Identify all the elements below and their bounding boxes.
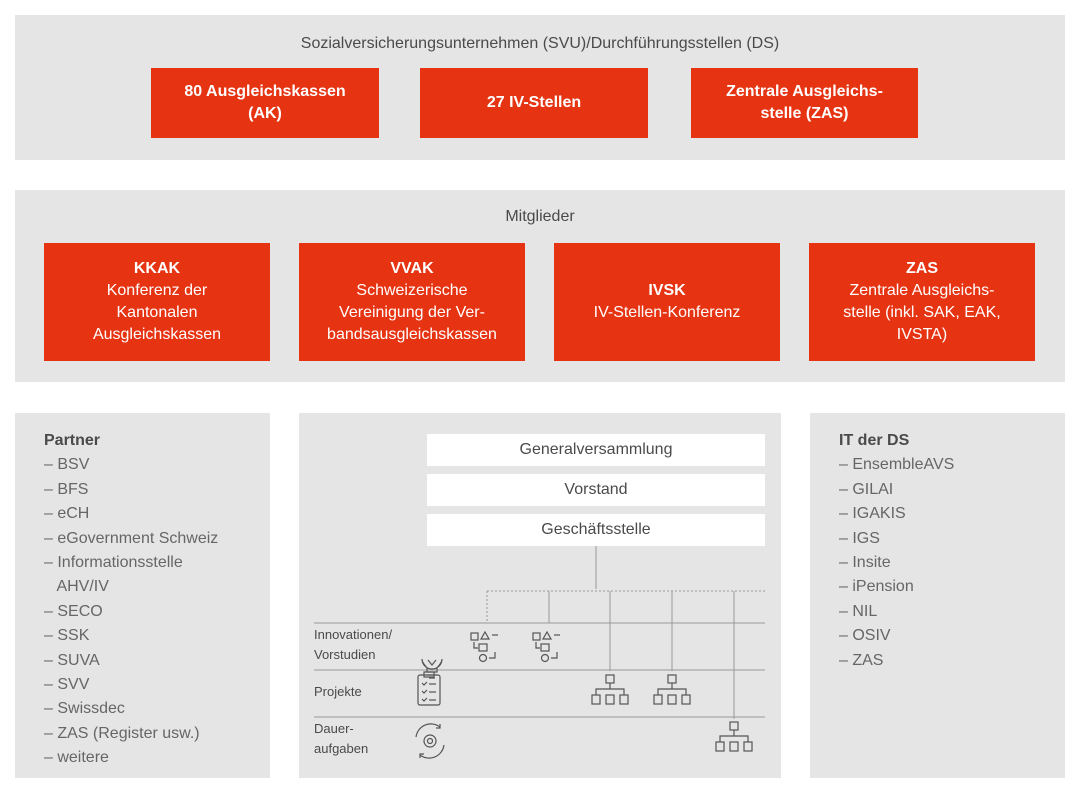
clipboard-checklist-icon — [417, 671, 441, 706]
org-panel: Generalversammlung Vorstand Geschäftsste… — [299, 413, 781, 778]
members-title: Mitglieder — [505, 208, 575, 225]
partner-item: – SECO — [44, 602, 103, 620]
partner-item: – BFS — [44, 480, 89, 498]
it-item: – IGAKIS — [839, 505, 906, 523]
hierarchy-icon — [653, 674, 691, 705]
it-item: – IGS — [839, 529, 880, 547]
it-list: IT der DS – EnsembleAVS – GILAI – IGAKIS… — [839, 429, 954, 673]
org-level-geschaeftsstelle: Geschäftsstelle — [427, 514, 765, 546]
org-level-vorstand: Vorstand — [427, 474, 765, 506]
partner-heading: Partner — [44, 432, 101, 449]
partner-item: – eGovernment Schweiz — [44, 529, 219, 547]
partner-item: – Informationsstelle — [44, 554, 183, 572]
partner-panel: Partner – BSV – BFS – eCH – eGovernment … — [15, 413, 270, 778]
partner-list: Partner – BSV – BFS – eCH – eGovernment … — [44, 429, 218, 771]
row-label-projekte: Projekte — [314, 684, 362, 699]
it-item: – NIL — [839, 602, 878, 620]
partner-item: – BSV — [44, 456, 90, 474]
it-item: – EnsembleAVS — [839, 456, 955, 474]
partner-item: – Swissdec — [44, 700, 125, 718]
it-item: – OSIV — [839, 627, 891, 645]
partner-item: – SVV — [44, 676, 90, 694]
partner-item: – ZAS (Register usw.) — [44, 724, 200, 742]
it-item: – iPension — [839, 578, 914, 596]
partner-item: – weitere — [44, 749, 109, 767]
partner-item: – SUVA — [44, 651, 100, 669]
row-label-innovationen: Innovationen/Vorstudien — [314, 627, 393, 662]
it-item: – GILAI — [839, 480, 894, 498]
flow-icon — [532, 630, 560, 663]
svu-box-zas: Zentrale Ausgleichs-stelle (ZAS) — [691, 68, 918, 138]
it-item: – Insite — [839, 554, 891, 572]
partner-item: – SSK — [44, 627, 90, 645]
flow-icon — [470, 630, 498, 663]
it-panel: IT der DS – EnsembleAVS – GILAI – IGAKIS… — [810, 413, 1065, 778]
org-connectors — [314, 546, 765, 759]
svu-title: Sozialversicherungsunternehmen (SVU)/Dur… — [300, 35, 780, 52]
partner-item: – eCH — [44, 505, 90, 523]
hierarchy-icon — [715, 721, 753, 752]
partner-item: AHV/IV — [44, 578, 109, 596]
gear-cycle-icon — [415, 723, 445, 759]
it-item: – ZAS — [839, 651, 884, 669]
hierarchy-icon — [591, 674, 629, 705]
org-level-generalversammlung: Generalversammlung — [427, 434, 765, 466]
it-heading: IT der DS — [839, 432, 910, 449]
svu-panel: Sozialversicherungsunternehmen (SVU)/Dur… — [15, 15, 1065, 160]
row-label-daueraufgaben: Dauer-aufgaben — [314, 721, 369, 756]
svu-box-iv-stellen: 27 IV-Stellen — [420, 68, 648, 138]
svu-box-ausgleichskassen: 80 Ausgleichskassen(AK) — [151, 68, 379, 138]
